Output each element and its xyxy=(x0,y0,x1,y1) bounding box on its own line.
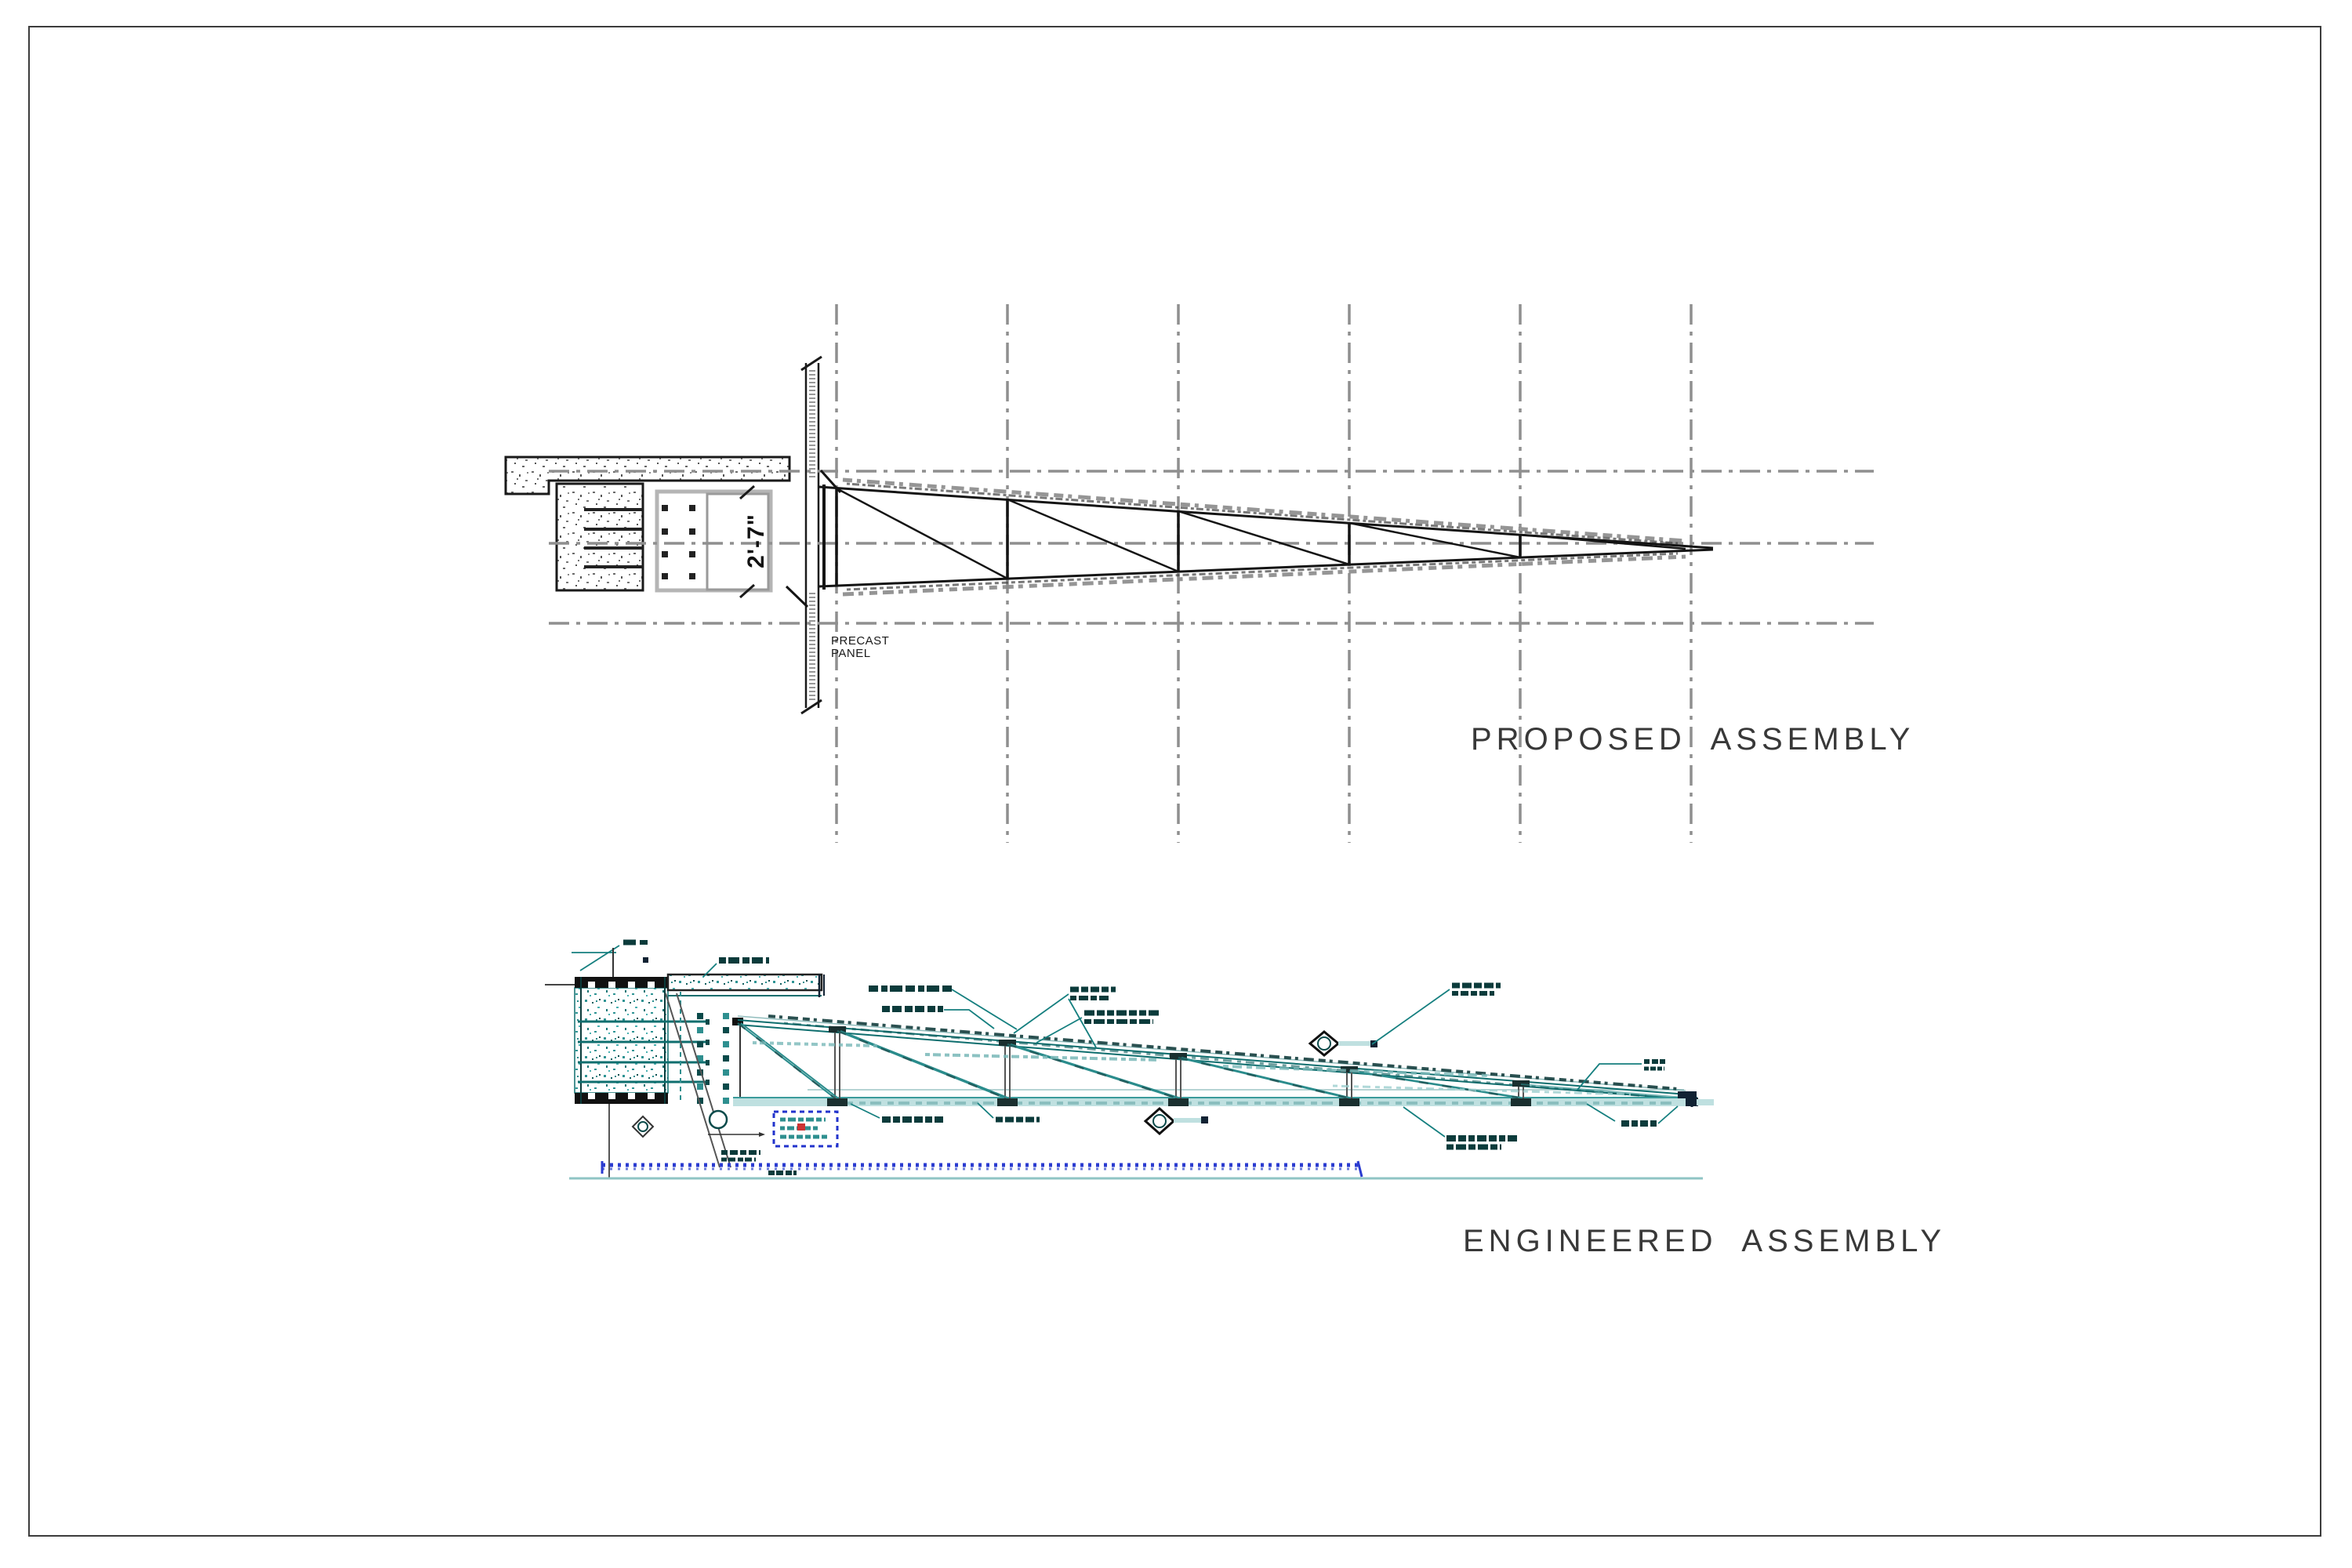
dimension-tick-top xyxy=(739,485,755,500)
plate-height-dimension: 2'-7" xyxy=(743,514,769,568)
weld-tick-icon xyxy=(785,585,809,608)
sheet-border xyxy=(28,26,2321,1537)
precast-panel xyxy=(800,355,822,715)
truss-diagonals xyxy=(836,487,1686,580)
chord-annotation-fuzz xyxy=(842,477,1686,597)
annotation-text-blobs xyxy=(623,939,1668,1175)
deck-slab xyxy=(666,973,825,997)
concrete-wall-section xyxy=(504,456,791,592)
truss-end xyxy=(1678,1091,1714,1107)
weld-symbol-diamond-bottom xyxy=(1143,1106,1208,1136)
anchor-bolts xyxy=(662,505,695,579)
inline-dimension-rows xyxy=(752,1041,1632,1096)
proposed-truss xyxy=(785,470,1714,608)
anchor-plate xyxy=(655,485,773,599)
top-chord xyxy=(737,1019,1688,1095)
bottom-chord xyxy=(818,548,1714,588)
dimension-tick-bottom xyxy=(739,583,755,599)
revision-box xyxy=(772,1110,839,1148)
truss-start-node xyxy=(732,1018,743,1025)
truss-posts xyxy=(835,488,1522,586)
insulation-strip xyxy=(601,1160,1363,1178)
proposed-assembly-title: PROPOSED ASSEMBLY xyxy=(1471,722,1915,757)
precast-panel-label-line1: PRECAST xyxy=(831,634,890,648)
detail-circle-symbol xyxy=(708,1109,765,1137)
weld-symbol-diamond-left xyxy=(631,1115,655,1138)
precast-panel-label: PRECAST PANEL xyxy=(831,635,889,660)
engineered-assembly-drawing xyxy=(545,939,1714,1180)
connection-bolts xyxy=(697,1013,729,1104)
proposed-assembly-drawing xyxy=(504,304,1874,843)
panel-connection xyxy=(665,992,743,1168)
weld-symbol-diamond-top xyxy=(1308,1030,1377,1057)
concrete-block xyxy=(545,977,710,1178)
red-mark xyxy=(797,1123,805,1131)
annotations xyxy=(572,939,1679,1175)
truss-posts xyxy=(827,1026,1531,1106)
precast-panel-label-line2: PANEL xyxy=(831,647,871,660)
engineered-assembly-title: ENGINEERED ASSEMBLY xyxy=(1463,1224,1947,1258)
leader-lines xyxy=(572,945,1679,1138)
truss-diagonals xyxy=(737,1022,1685,1099)
engineered-truss xyxy=(733,1014,1714,1107)
